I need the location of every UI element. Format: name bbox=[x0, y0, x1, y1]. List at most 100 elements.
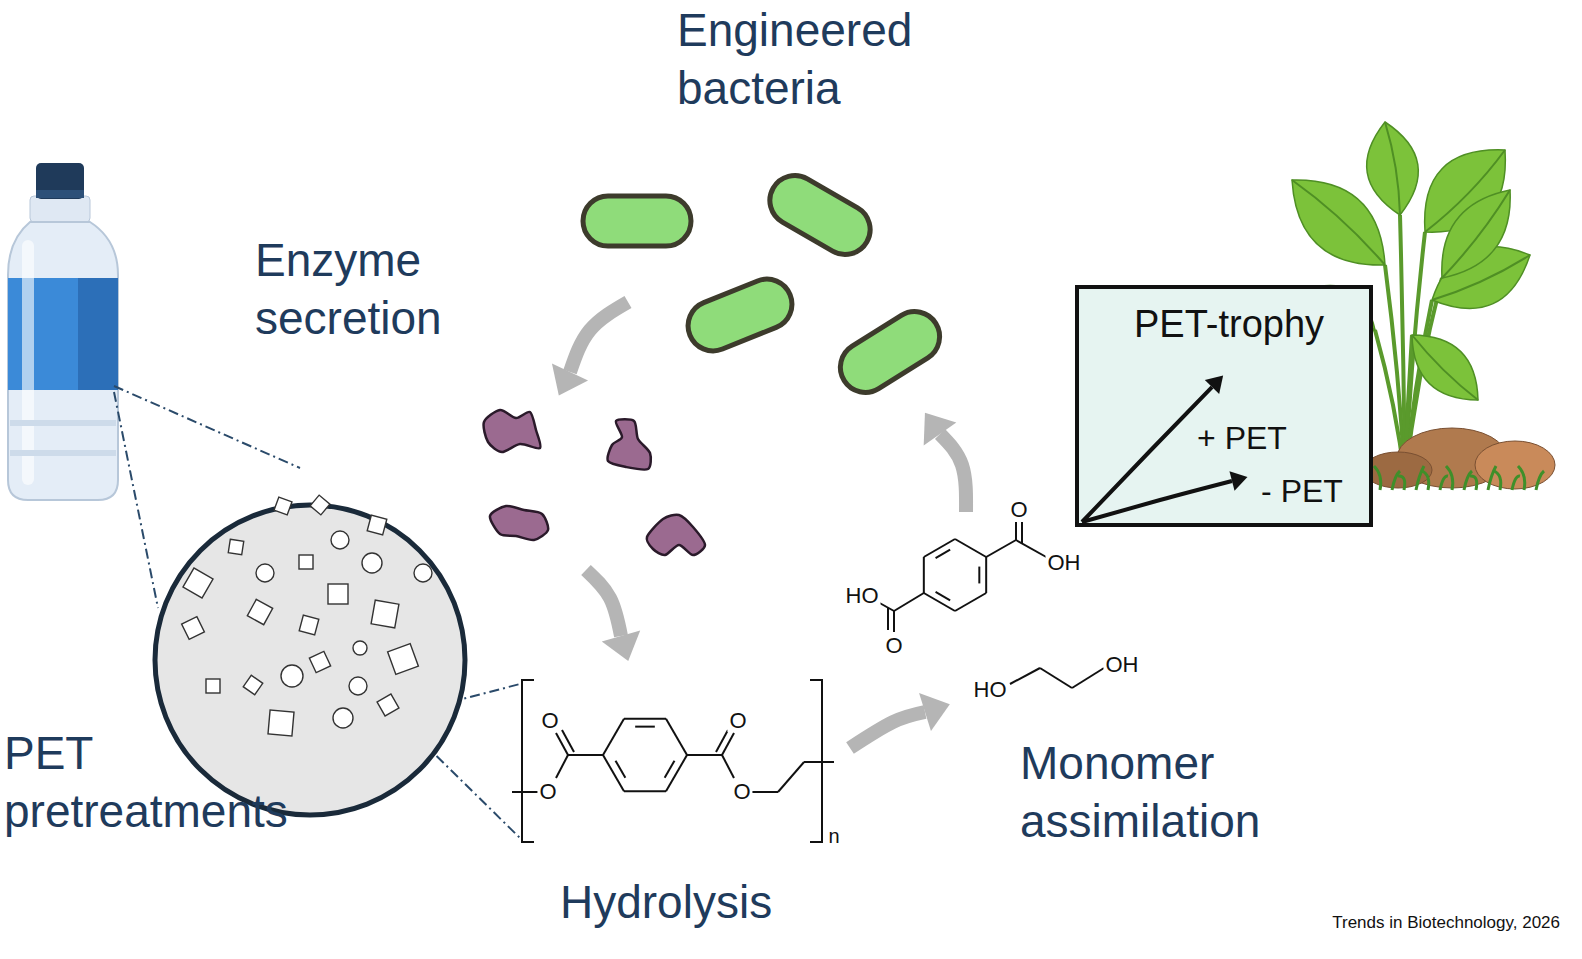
magnified-particles bbox=[414, 564, 432, 582]
magnified-particles bbox=[245, 597, 276, 628]
ethylene-glycol bbox=[1010, 668, 1104, 688]
ethylene-glycol bbox=[1010, 668, 1040, 684]
trophy-panel bbox=[1205, 376, 1223, 394]
plant bbox=[1512, 476, 1520, 490]
atom-label: OH bbox=[1104, 654, 1141, 676]
bacterium bbox=[761, 166, 880, 263]
enzyme bbox=[608, 419, 651, 469]
step-label: Monomer assimilation bbox=[1020, 735, 1340, 851]
plant bbox=[1292, 180, 1385, 265]
pet-repeat-unit bbox=[687, 754, 722, 756]
terephthalic-acid bbox=[894, 593, 924, 611]
pet-repeat-unit bbox=[603, 755, 624, 791]
terephthalic-acid bbox=[986, 540, 1016, 557]
magnified-particles bbox=[367, 515, 387, 535]
plastic-bottle bbox=[22, 240, 34, 485]
plant bbox=[1470, 476, 1477, 490]
bacterium bbox=[583, 166, 949, 401]
plant bbox=[1488, 466, 1496, 490]
plastic-bottle bbox=[36, 190, 84, 198]
pet-repeat-unit bbox=[750, 791, 778, 793]
plant bbox=[1464, 471, 1472, 490]
section-heading: Engineered bacteria bbox=[677, 2, 977, 118]
magnified-particles bbox=[328, 584, 348, 604]
source-note: Trends in Biotechnology, 2026 bbox=[1180, 912, 1560, 933]
plastic-bottle bbox=[36, 163, 84, 199]
bacterium bbox=[583, 196, 691, 246]
series-label: + PET bbox=[1197, 421, 1287, 456]
plant bbox=[1536, 471, 1544, 490]
cycle-arrow bbox=[552, 363, 588, 395]
magnified-particles bbox=[309, 651, 330, 672]
magnified-particles bbox=[256, 564, 274, 582]
magnified-particles bbox=[299, 615, 319, 635]
terephthalic-acid bbox=[1021, 522, 1023, 543]
magnified-particles bbox=[349, 677, 367, 695]
zoom-leader-line bbox=[114, 386, 520, 838]
magnified-particles bbox=[371, 600, 399, 628]
magnified-particles bbox=[310, 495, 330, 515]
magnified-particles bbox=[299, 555, 313, 569]
magnified-particles bbox=[181, 616, 205, 640]
plant bbox=[1446, 466, 1453, 490]
cycle-arrow bbox=[570, 302, 628, 372]
pet-repeat-unit bbox=[666, 755, 687, 791]
plant bbox=[1422, 471, 1429, 490]
enzyme bbox=[490, 506, 548, 540]
magnified-particles bbox=[268, 710, 294, 736]
subscript-label: n bbox=[826, 826, 841, 846]
series-label: - PET bbox=[1261, 474, 1343, 509]
terephthalic-acid bbox=[1015, 522, 1017, 540]
enzyme bbox=[484, 410, 541, 452]
magnified-particles bbox=[362, 553, 382, 573]
magnified-particles bbox=[281, 665, 303, 687]
pet-repeat-unit bbox=[512, 791, 540, 793]
pet-repeat-unit bbox=[722, 755, 734, 778]
magnified-particles bbox=[371, 600, 399, 628]
plant bbox=[1398, 476, 1405, 490]
pet-repeat-unit bbox=[616, 761, 626, 778]
magnified-particles bbox=[245, 597, 276, 628]
magnified-particles bbox=[331, 531, 349, 549]
cycle-arrow bbox=[586, 570, 621, 636]
step-label: PET pretreatments bbox=[4, 725, 334, 841]
plant bbox=[1518, 466, 1525, 490]
terephthalic-acid bbox=[887, 608, 889, 630]
atom-label: O bbox=[1008, 499, 1029, 521]
pet-repeat-unit bbox=[666, 719, 687, 755]
trophy-panel bbox=[1082, 481, 1232, 522]
plastic-bottle bbox=[10, 450, 116, 456]
trophy-panel bbox=[1075, 285, 1373, 527]
pet-repeat-unit bbox=[778, 762, 804, 792]
terephthalic-acid bbox=[936, 592, 951, 600]
cycle-arrow bbox=[919, 693, 950, 731]
pet-repeat-unit bbox=[556, 755, 568, 778]
atom-label: O bbox=[539, 710, 560, 732]
magnified-particles bbox=[328, 584, 348, 604]
step-label: Enzyme secretion bbox=[255, 232, 515, 348]
cycle-arrow bbox=[924, 413, 957, 446]
magnified-particles bbox=[309, 651, 330, 672]
magnified-particles bbox=[333, 708, 353, 728]
magnified-particles bbox=[388, 644, 419, 675]
plant bbox=[1442, 190, 1510, 278]
bacterium bbox=[681, 272, 800, 359]
plant bbox=[1440, 476, 1448, 490]
atom-label: OH bbox=[1046, 552, 1083, 574]
ethylene-glycol bbox=[1072, 668, 1104, 688]
plant bbox=[1494, 471, 1501, 490]
magnified-particles bbox=[367, 515, 387, 535]
pet-repeat-unit bbox=[624, 790, 666, 792]
terephthalic-acid bbox=[936, 550, 951, 558]
pet-repeat-unit bbox=[665, 761, 675, 778]
atom-label: HO bbox=[972, 679, 1009, 701]
magnified-particles bbox=[333, 708, 353, 728]
pet-repeat-unit bbox=[522, 680, 534, 842]
magnified-particles bbox=[299, 555, 313, 569]
atom-label: O bbox=[537, 781, 558, 803]
magnified-particles bbox=[388, 644, 419, 675]
terephthalic-acid bbox=[923, 557, 925, 593]
plant bbox=[1475, 441, 1555, 489]
magnified-particles bbox=[206, 679, 220, 693]
